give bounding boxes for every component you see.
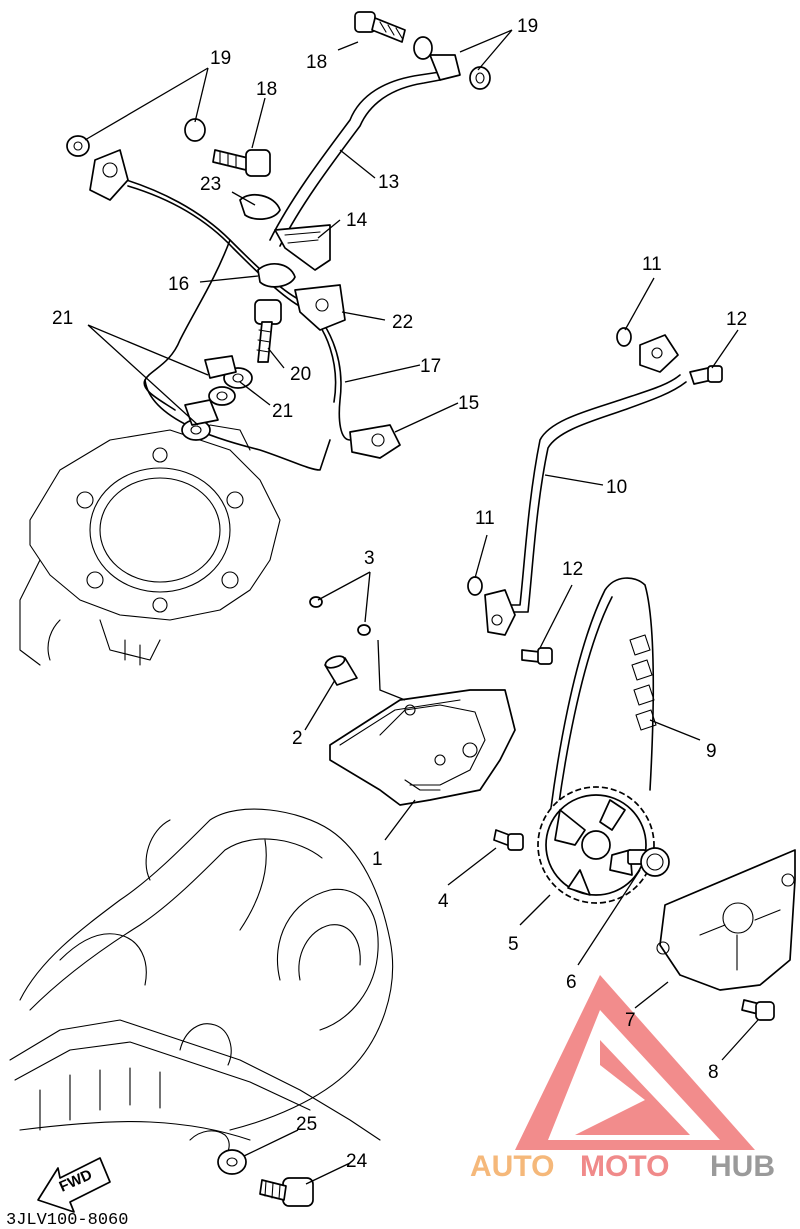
callout-11-top: 11 [642,254,662,275]
banjo-bolt-18a [354,11,406,43]
cylinder-head-outline [19,424,281,666]
callout-8: 8 [708,1062,719,1083]
callout-6: 6 [566,972,577,993]
callout-2: 2 [292,728,303,749]
callout-19-left: 19 [210,48,231,69]
callout-19-top: 19 [517,16,538,37]
gaskets-21 [181,355,253,441]
bolt-12a [689,365,723,385]
callout-12-top: 12 [726,309,747,330]
callout-16: 16 [168,274,189,295]
bolt-12b [521,647,553,665]
brand-wordmark: AUTO MOTO HUB [470,1150,775,1183]
brand-hub: HUB [710,1150,775,1183]
callout-24: 24 [346,1151,368,1172]
banjo-fitting-left [89,149,129,201]
sprocket-bolt [627,847,670,877]
driven-sprocket [537,786,655,904]
brand-moto: MOTO [580,1150,669,1183]
union-bolt-20 [254,299,282,363]
washer-25 [217,1149,247,1175]
o-ring-11a [616,327,632,347]
callout-3: 3 [364,548,375,569]
crankcase-outline [9,808,394,1161]
washers-19 [66,36,491,157]
callout-labels: 19 18 18 19 13 23 14 16 22 21 20 17 21 1… [52,16,747,1172]
callout-18-left: 18 [256,79,277,100]
callout-13: 13 [378,172,399,193]
oil-pump [329,689,516,806]
callout-5: 5 [508,934,519,955]
callout-11-mid: 11 [475,508,495,529]
automotohub-logo [515,975,755,1150]
callout-15: 15 [458,393,479,414]
brand-auto: AUTO [470,1150,554,1183]
callout-23: 23 [200,174,221,195]
callout-21-right: 21 [272,401,293,422]
callout-21-left: 21 [52,308,73,329]
callout-20: 20 [290,364,311,385]
banjo-bolt-18b [212,149,271,177]
callout-22: 22 [392,312,413,333]
callout-14: 14 [346,210,368,231]
clamp-14 [274,224,331,271]
callout-25: 25 [296,1114,317,1135]
callout-7: 7 [625,1010,636,1031]
diagram-code: 3JLV100-8060 [6,1211,128,1229]
oil-pipe-13 [269,71,441,247]
bracket-22 [294,284,346,331]
dowel-pin [324,655,358,686]
sprocket-cover [656,849,796,991]
screw-8 [741,999,775,1021]
callout-9: 9 [706,741,717,762]
o-ring-11b [467,576,483,596]
bracket-15 [349,424,401,459]
leader-lines [84,29,759,1185]
callout-4: 4 [438,891,449,912]
callout-1: 1 [372,849,383,870]
fwd-arrow: FWD [37,1157,111,1213]
clip-23 [239,193,281,220]
callout-17: 17 [420,356,441,377]
o-ring-3b [357,624,371,636]
clip-16 [257,263,296,288]
bolt-4 [493,829,524,851]
callout-18-top: 18 [306,52,327,73]
drain-bolt-24 [259,1177,314,1207]
oil-delivery-pipe [484,334,687,636]
callout-12-mid: 12 [562,559,583,580]
callout-10: 10 [606,477,627,498]
